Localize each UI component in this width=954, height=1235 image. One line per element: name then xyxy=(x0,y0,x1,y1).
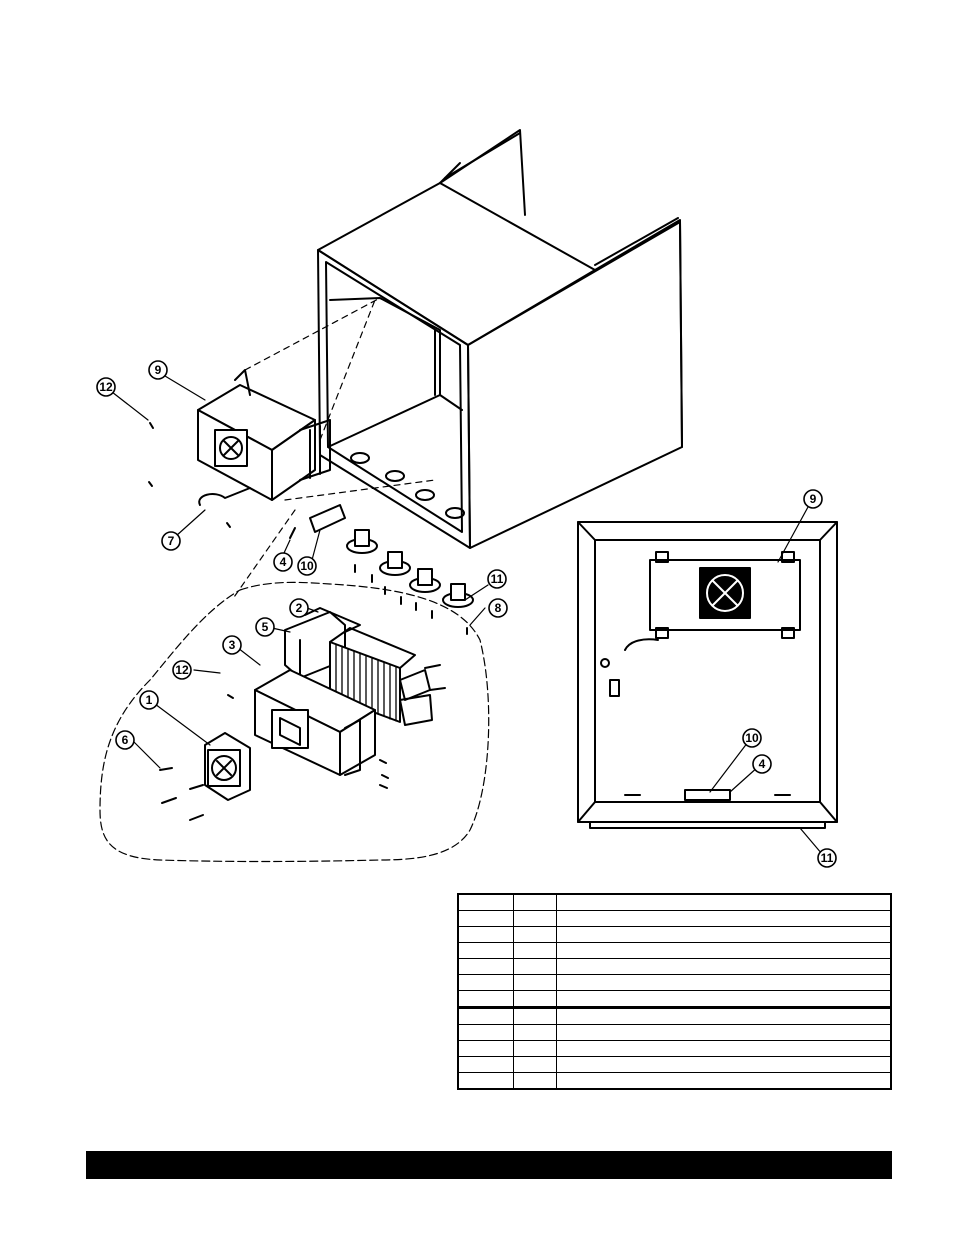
table-cell xyxy=(513,990,557,1008)
callout-number: 8 xyxy=(495,601,502,615)
table-row xyxy=(457,1072,892,1090)
table-cell xyxy=(457,1056,514,1073)
table-cell xyxy=(513,1072,557,1090)
assembly-guide-lines xyxy=(231,297,436,601)
callout-number: 9 xyxy=(155,363,162,377)
table-cell xyxy=(556,1056,892,1073)
screws xyxy=(148,422,468,635)
parts-list-table xyxy=(457,893,892,1090)
table-row xyxy=(457,1056,892,1073)
table-cell xyxy=(556,974,892,991)
table-row xyxy=(457,958,892,975)
assembled-front-view xyxy=(577,521,838,829)
table-cell xyxy=(556,958,892,975)
table-cell xyxy=(457,974,514,991)
table-row xyxy=(457,910,892,927)
table-cell xyxy=(457,1040,514,1057)
table-row xyxy=(457,893,892,911)
table-cell xyxy=(556,1072,892,1090)
table-cell xyxy=(457,942,514,959)
bracket-part xyxy=(309,504,346,533)
table-row xyxy=(457,926,892,943)
table-cell xyxy=(556,910,892,927)
callout-number: 10 xyxy=(300,559,314,573)
callout-number: 1 xyxy=(146,693,153,707)
callout-number: 9 xyxy=(810,492,817,506)
callout-number: 12 xyxy=(175,663,189,677)
detail-bubble xyxy=(99,581,490,863)
callout-number: 10 xyxy=(745,731,759,745)
table-cell xyxy=(513,893,557,911)
table-cell xyxy=(457,1024,514,1041)
callout-number: 3 xyxy=(229,638,236,652)
table-row xyxy=(457,942,892,959)
table-cell xyxy=(457,893,514,911)
table-cell xyxy=(457,926,514,943)
cabinet-feet xyxy=(346,529,474,608)
table-cell xyxy=(513,1040,557,1057)
callout-bubbles xyxy=(96,360,837,868)
callout-number: 7 xyxy=(168,534,175,548)
table-cell xyxy=(457,1006,514,1025)
table-cell xyxy=(513,974,557,991)
callout-leaders xyxy=(111,375,823,855)
table-cell xyxy=(457,1072,514,1090)
callout-number: 12 xyxy=(99,380,113,394)
drain-hose xyxy=(198,487,251,506)
footer-bar xyxy=(86,1151,892,1179)
table-row xyxy=(457,974,892,991)
cabinet-outline xyxy=(317,129,683,549)
callout-number: 5 xyxy=(262,620,269,634)
table-row xyxy=(457,1040,892,1057)
table-cell xyxy=(556,893,892,911)
table-cell xyxy=(513,1024,557,1041)
callout-number: 11 xyxy=(491,572,504,586)
table-cell xyxy=(513,1056,557,1073)
table-row xyxy=(457,990,892,1008)
table-cell xyxy=(513,1006,557,1025)
table-cell xyxy=(457,958,514,975)
callout-number: 4 xyxy=(759,757,766,771)
table-cell xyxy=(513,958,557,975)
callout-number: 6 xyxy=(122,733,129,747)
table-cell xyxy=(556,942,892,959)
table-cell xyxy=(457,990,514,1008)
table-cell xyxy=(513,942,557,959)
table-row xyxy=(457,1024,892,1041)
callout-number: 4 xyxy=(280,555,287,569)
table-cell xyxy=(556,926,892,943)
table-cell xyxy=(513,926,557,943)
callout-number: 2 xyxy=(296,601,303,615)
table-cell xyxy=(457,910,514,927)
table-cell xyxy=(556,1024,892,1041)
callout-number: 11 xyxy=(821,851,834,865)
table-cell xyxy=(556,1040,892,1057)
table-cell xyxy=(556,990,892,1008)
table-row xyxy=(457,1006,892,1025)
detail-components xyxy=(159,607,446,821)
table-cell xyxy=(556,1006,892,1025)
table-cell xyxy=(513,910,557,927)
cooling-unit-exploded xyxy=(197,369,331,501)
